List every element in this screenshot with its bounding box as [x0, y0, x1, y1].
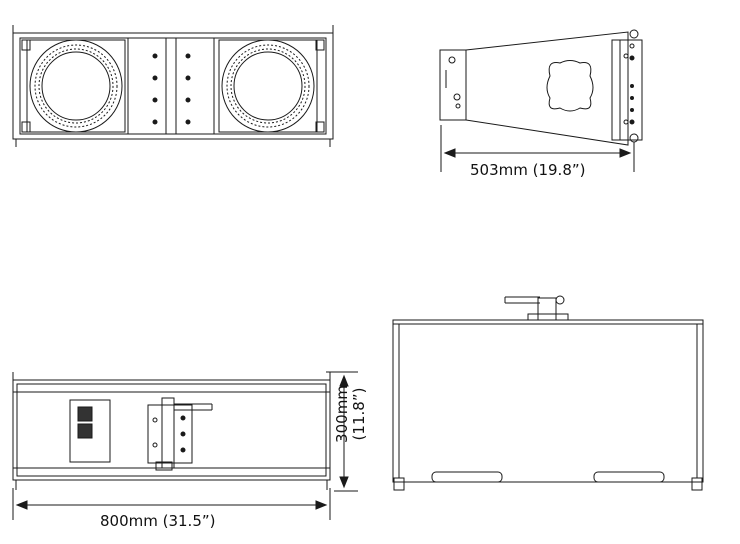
width-dimension-label: 800mm (31.5”): [100, 512, 216, 530]
back-view: [13, 372, 358, 520]
top-view: [393, 296, 703, 490]
depth-dimension-label: 503mm (19.8”): [470, 161, 586, 179]
height-dimension-label: 300mm (11.8”): [333, 377, 368, 451]
front-view: [13, 25, 333, 147]
side-view-rigging: [440, 30, 642, 172]
right-woofer: [219, 40, 317, 132]
height-mm-label: 300mm: [333, 385, 351, 443]
height-in-label: (11.8”): [350, 387, 368, 441]
left-woofer: [27, 40, 125, 132]
